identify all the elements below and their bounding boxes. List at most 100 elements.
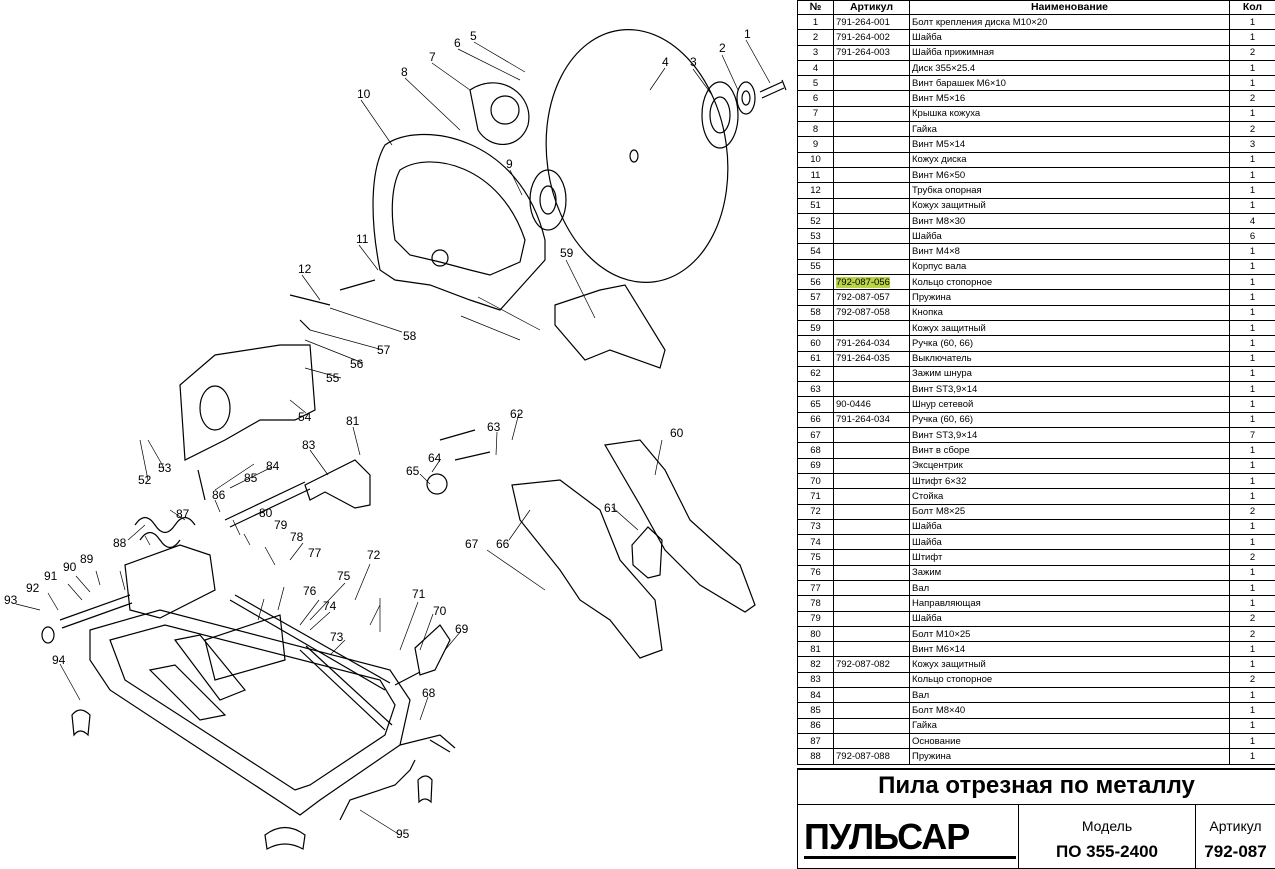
base-plate-part bbox=[90, 610, 410, 815]
cell-no: 66 bbox=[798, 412, 834, 427]
cell-no: 88 bbox=[798, 749, 834, 764]
cell-article bbox=[834, 535, 910, 550]
cell-name: Выключатель bbox=[910, 351, 1230, 366]
callout-5: 5 bbox=[470, 29, 477, 43]
cell-name: Винт М4×8 bbox=[910, 244, 1230, 259]
disc-bolt-part bbox=[760, 80, 786, 98]
cell-qty: 1 bbox=[1230, 152, 1275, 167]
callout-3: 3 bbox=[690, 55, 697, 69]
cell-name: Винт барашек М6×10 bbox=[910, 76, 1230, 91]
cell-article bbox=[834, 366, 910, 381]
cell-no: 76 bbox=[798, 565, 834, 580]
cell-article bbox=[834, 611, 910, 626]
cell-qty: 1 bbox=[1230, 657, 1275, 672]
base-cutout bbox=[150, 635, 245, 720]
spring-part bbox=[135, 518, 195, 548]
callout-2: 2 bbox=[719, 41, 726, 55]
callout-58: 58 bbox=[403, 329, 417, 343]
callout-83: 83 bbox=[302, 438, 316, 452]
cell-article bbox=[834, 137, 910, 152]
cell-article bbox=[834, 122, 910, 137]
cell-no: 3 bbox=[798, 45, 834, 60]
callout-85: 85 bbox=[244, 471, 258, 485]
callout-63: 63 bbox=[487, 420, 501, 434]
clamp-bar-part bbox=[340, 760, 415, 820]
cell-qty: 1 bbox=[1230, 305, 1275, 320]
callout-73: 73 bbox=[330, 630, 344, 644]
cell-name: Кольцо стопорное bbox=[910, 672, 1230, 687]
cell-article: 792-087-057 bbox=[834, 290, 910, 305]
callout-57: 57 bbox=[377, 343, 391, 357]
col-header-no: № bbox=[798, 1, 834, 15]
cell-no: 53 bbox=[798, 229, 834, 244]
cell-qty: 1 bbox=[1230, 15, 1275, 30]
cell-article bbox=[834, 672, 910, 687]
callout-10: 10 bbox=[357, 87, 371, 101]
callout-67: 67 bbox=[465, 537, 479, 551]
highlighted-article: 792-087-056 bbox=[836, 277, 890, 288]
cell-no: 61 bbox=[798, 351, 834, 366]
callout-92: 92 bbox=[26, 581, 40, 595]
cell-name: Винт ST3,9×14 bbox=[910, 382, 1230, 397]
cell-name: Кожух защитный bbox=[910, 320, 1230, 335]
cell-name: Диск 355×25.4 bbox=[910, 60, 1230, 75]
cell-article bbox=[834, 519, 910, 534]
cell-qty: 1 bbox=[1230, 397, 1275, 412]
callout-78: 78 bbox=[290, 530, 304, 544]
cell-article bbox=[834, 580, 910, 595]
callout-87: 87 bbox=[176, 507, 190, 521]
cell-article bbox=[834, 473, 910, 488]
cell-name: Болт М8×40 bbox=[910, 703, 1230, 718]
cell-qty: 1 bbox=[1230, 688, 1275, 703]
title-block: Пила отрезная по металлу ПУЛЬСАР Модель … bbox=[797, 768, 1275, 869]
cell-qty: 7 bbox=[1230, 428, 1275, 443]
model-value: ПО 355-2400 bbox=[1019, 842, 1195, 862]
cell-no: 72 bbox=[798, 504, 834, 519]
shaft-part bbox=[225, 482, 310, 527]
callout-66: 66 bbox=[496, 537, 510, 551]
callout-55: 55 bbox=[326, 371, 340, 385]
cell-no: 79 bbox=[798, 611, 834, 626]
cell-article: 792-087-058 bbox=[834, 305, 910, 320]
cell-qty: 1 bbox=[1230, 275, 1275, 290]
cell-article: 791-264-001 bbox=[834, 15, 910, 30]
lower-guard-part bbox=[555, 285, 665, 368]
cell-article bbox=[834, 550, 910, 565]
callout-93: 93 bbox=[4, 593, 18, 607]
callout-62: 62 bbox=[510, 407, 524, 421]
product-title: Пила отрезная по металлу bbox=[798, 772, 1275, 800]
callout-86: 86 bbox=[212, 488, 226, 502]
cell-article bbox=[834, 167, 910, 182]
cell-qty: 1 bbox=[1230, 320, 1275, 335]
cell-qty: 1 bbox=[1230, 412, 1275, 427]
cell-name: Штифт bbox=[910, 550, 1230, 565]
cell-no: 7 bbox=[798, 106, 834, 121]
cell-name: Винт М6×50 bbox=[910, 167, 1230, 182]
cell-qty: 1 bbox=[1230, 749, 1275, 764]
cell-name: Зажим bbox=[910, 565, 1230, 580]
callout-84: 84 bbox=[266, 459, 280, 473]
blade-guard-part bbox=[373, 134, 545, 310]
callout-71: 71 bbox=[412, 587, 426, 601]
cell-qty: 1 bbox=[1230, 259, 1275, 274]
callout-81: 81 bbox=[346, 414, 360, 428]
cell-article bbox=[834, 198, 910, 213]
cell-qty: 1 bbox=[1230, 642, 1275, 657]
cell-no: 8 bbox=[798, 122, 834, 137]
callout-6: 6 bbox=[454, 36, 461, 50]
callout-1: 1 bbox=[744, 27, 751, 41]
cell-article bbox=[834, 428, 910, 443]
cell-qty: 1 bbox=[1230, 382, 1275, 397]
